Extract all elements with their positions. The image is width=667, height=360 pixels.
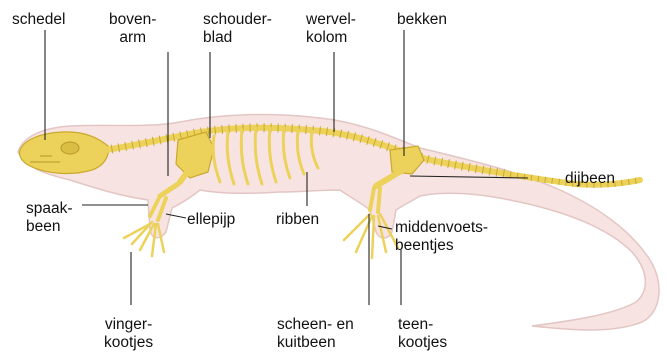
label-teenkootjes: teen- kootjes [398,316,447,352]
label-schouderblad: schouder- blad [203,11,272,47]
label-bovenarm: boven- arm [109,11,156,47]
label-ribben: ribben [276,211,319,229]
label-wervelkolom: wervel- kolom [306,11,356,47]
label-dijbeen: dijbeen [565,170,615,188]
label-middenvoetsbeentjes: middenvoets- beentjes [395,219,488,255]
label-vingerkootjes: vinger- kootjes [104,316,153,352]
label-bekken: bekken [397,11,447,29]
vertebra-tick [292,124,293,133]
label-scheenkuitbeen: scheen- en kuitbeen [277,316,354,352]
label-ellepijp: ellepijp [187,211,235,229]
label-spaakbeen: spaak- been [26,200,73,236]
label-schedel: schedel [12,11,65,29]
